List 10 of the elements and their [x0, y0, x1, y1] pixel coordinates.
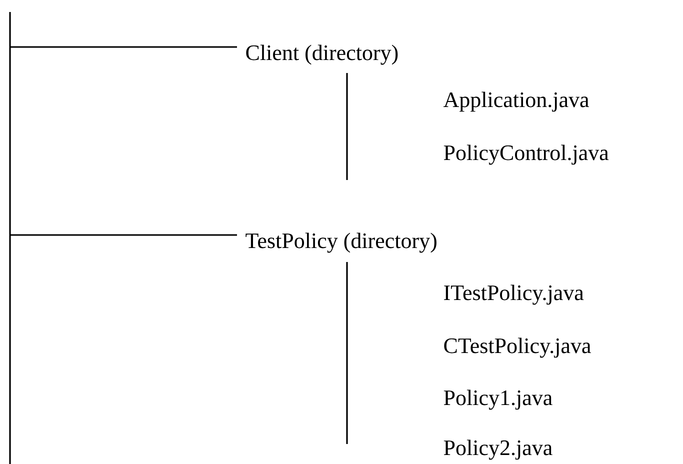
file-label: ITestPolicy.java: [444, 284, 584, 305]
file-label: PolicyControl.java: [444, 144, 609, 165]
directory-label: Client (directory): [246, 44, 398, 65]
branch-line: [10, 234, 237, 236]
branch-line: [10, 46, 237, 48]
file-label: Application.java: [443, 92, 589, 112]
file-label: Policy1.java: [444, 390, 552, 410]
file-label: CTestPolicy.java: [444, 338, 591, 358]
directory-label: TestPolicy (directory): [246, 232, 436, 253]
file-label: Policy2.java: [444, 440, 552, 460]
